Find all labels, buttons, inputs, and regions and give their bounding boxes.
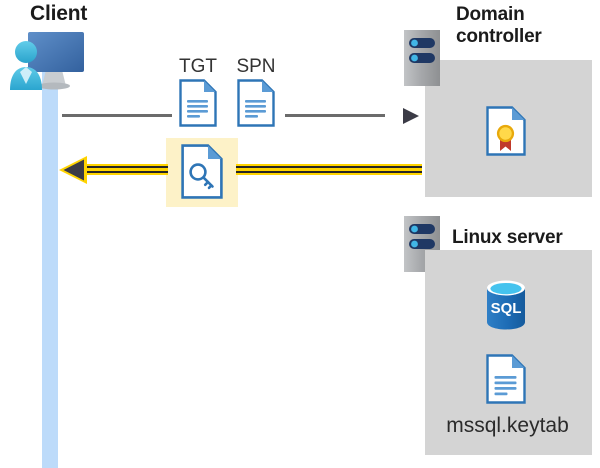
response-line-segment-left	[84, 164, 168, 175]
tgt-document-icon	[179, 79, 217, 127]
domain-controller-server-rack-icon	[404, 30, 440, 86]
domain-controller-title-line1: Domain	[456, 4, 525, 25]
keytab-document-icon	[486, 354, 526, 404]
domain-controller-title-line2: controller	[456, 25, 542, 47]
user-workstation-icon	[6, 24, 102, 100]
response-arrowhead-icon	[58, 154, 90, 186]
tgt-label: TGT	[179, 56, 217, 77]
spn-document-icon	[237, 79, 275, 127]
request-line-segment-left	[62, 114, 172, 117]
client-title: Client	[30, 2, 88, 25]
service-ticket-document-icon	[181, 144, 223, 199]
response-line-segment-right	[236, 164, 422, 175]
request-line-segment-right	[285, 114, 385, 117]
sql-database-icon: SQL	[484, 279, 528, 331]
domain-controller-title: Domain controller	[456, 4, 586, 48]
spn-label: SPN	[236, 56, 276, 77]
certificate-document-icon	[486, 106, 526, 156]
sql-icon-text: SQL	[491, 300, 522, 317]
request-arrowhead-icon	[402, 106, 422, 126]
linux-server-title: Linux server	[452, 227, 563, 248]
keytab-filename-caption: mssql.keytab	[446, 414, 569, 437]
client-lifeline	[42, 62, 58, 468]
linux-server-rack-icon	[404, 216, 440, 272]
